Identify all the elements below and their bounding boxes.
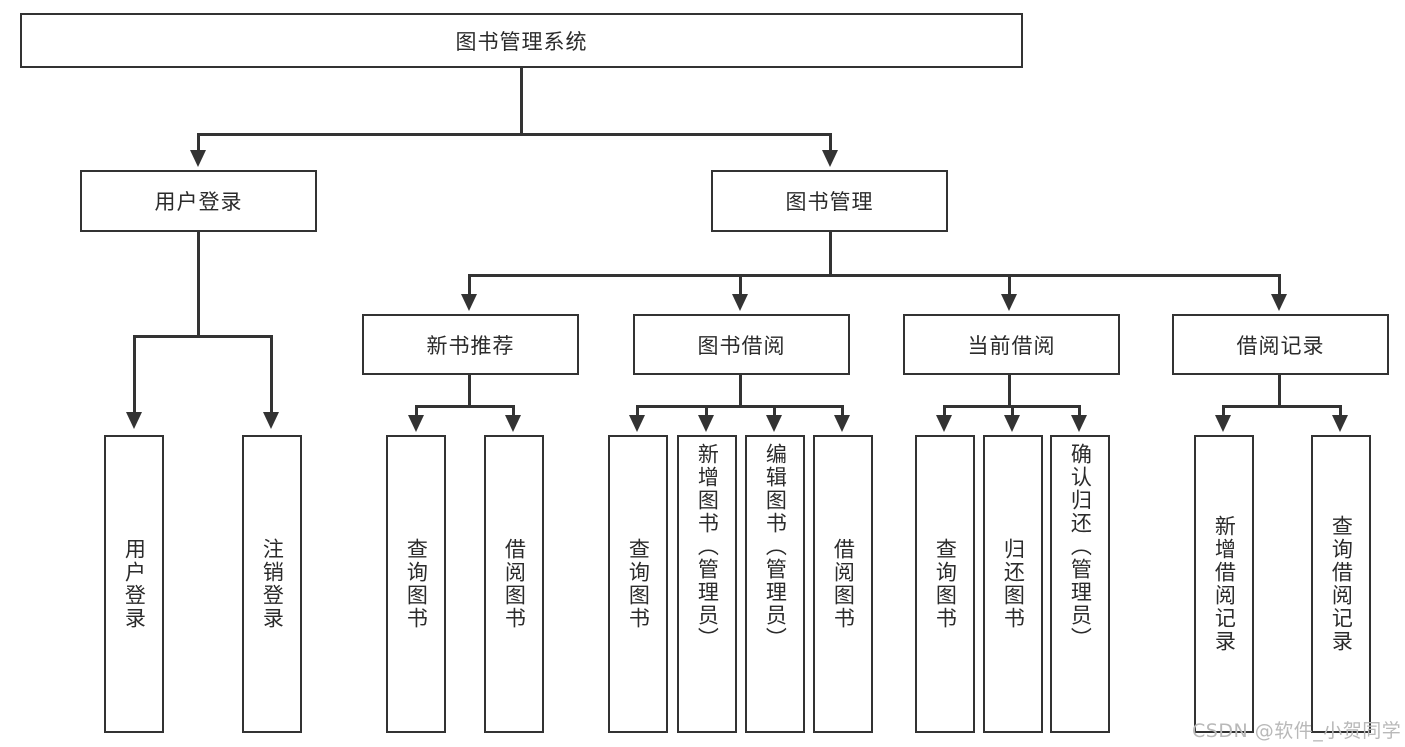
edge-current-to-leaf-2 [1011, 405, 1014, 417]
arrow-current-to-leaf-2 [1004, 415, 1020, 432]
leaf-label: 新增图书（管理员） [695, 443, 720, 650]
arrow-user-login-to-leaf-1 [126, 412, 142, 429]
edge-user-login-bus [133, 335, 273, 338]
edge-root-to-user-login [197, 133, 200, 153]
leaf-label: 确认归还（管理员） [1068, 443, 1093, 650]
arrow-root-to-user-login [190, 150, 206, 167]
edge-current-to-leaf-1 [943, 405, 946, 417]
node-book-management[interactable]: 图书管理 [711, 170, 948, 232]
arrow-root-to-book-mgmt [822, 150, 838, 167]
arrow-book-mgmt-to-borrow [732, 294, 748, 311]
leaf-logout-login[interactable]: 注销登录 [242, 435, 302, 733]
edge-book-mgmt-bus [468, 274, 1280, 277]
node-user-login[interactable]: 用户登录 [80, 170, 317, 232]
arrow-user-login-to-leaf-2 [263, 412, 279, 429]
arrow-records-to-leaf-2 [1332, 415, 1348, 432]
arrow-borrow-to-leaf-2 [698, 415, 714, 432]
node-book-borrow[interactable]: 图书借阅 [633, 314, 850, 375]
leaf-query-books-borrow[interactable]: 查询图书 [608, 435, 668, 733]
edge-book-mgmt-to-records [1278, 274, 1281, 297]
edge-user-login-to-leaf-2 [270, 335, 273, 415]
arrow-current-to-leaf-3 [1071, 415, 1087, 432]
edge-borrow-to-leaf-3 [773, 405, 776, 417]
edge-borrow-stem [739, 375, 742, 407]
edge-root-bus [197, 133, 831, 136]
leaf-edit-book-admin[interactable]: 编辑图书（管理员） [745, 435, 805, 733]
leaf-label: 查询借阅记录 [1329, 515, 1354, 653]
leaf-label: 新增借阅记录 [1212, 515, 1237, 653]
leaf-user-login[interactable]: 用户登录 [104, 435, 164, 733]
leaf-label: 查询图书 [404, 538, 429, 630]
edge-records-to-leaf-1 [1222, 405, 1225, 417]
edge-current-stem [1008, 375, 1011, 407]
edge-records-bus [1222, 405, 1339, 408]
arrow-records-to-leaf-1 [1215, 415, 1231, 432]
leaf-query-books-current[interactable]: 查询图书 [915, 435, 975, 733]
edge-current-to-leaf-3 [1078, 405, 1081, 417]
edge-new-books-bus [415, 405, 515, 408]
leaf-query-books-new[interactable]: 查询图书 [386, 435, 446, 733]
edge-borrow-to-leaf-1 [636, 405, 639, 417]
csdn-watermark: CSDN @软件_小贺同学 [1192, 720, 1402, 742]
leaf-label: 归还图书 [1001, 538, 1026, 630]
leaf-add-borrow-record[interactable]: 新增借阅记录 [1194, 435, 1254, 733]
edge-book-mgmt-to-borrow [739, 274, 742, 297]
edge-book-mgmt-stem [829, 232, 832, 276]
leaf-label: 借阅图书 [502, 538, 527, 630]
edge-book-mgmt-to-new-books [468, 274, 471, 297]
arrow-current-to-leaf-1 [936, 415, 952, 432]
node-current-borrow[interactable]: 当前借阅 [903, 314, 1120, 375]
edge-new-books-to-leaf-1 [415, 405, 418, 417]
leaf-label: 借阅图书 [831, 538, 856, 630]
arrow-new-books-to-leaf-1 [408, 415, 424, 432]
edge-borrow-bus [636, 405, 844, 408]
node-borrow-records[interactable]: 借阅记录 [1172, 314, 1389, 375]
arrow-book-mgmt-to-current [1001, 294, 1017, 311]
edge-records-stem [1278, 375, 1281, 407]
edge-records-to-leaf-2 [1339, 405, 1342, 417]
arrow-borrow-to-leaf-4 [834, 415, 850, 432]
leaf-label: 编辑图书（管理员） [763, 443, 788, 650]
edge-new-books-to-leaf-2 [512, 405, 515, 417]
arrow-borrow-to-leaf-3 [766, 415, 782, 432]
edge-borrow-to-leaf-4 [841, 405, 844, 417]
edge-root-to-book-mgmt [829, 133, 832, 153]
arrow-book-mgmt-to-records [1271, 294, 1287, 311]
edge-borrow-to-leaf-2 [705, 405, 708, 417]
leaf-label: 用户登录 [122, 538, 147, 630]
leaf-confirm-return-admin[interactable]: 确认归还（管理员） [1050, 435, 1110, 733]
leaf-borrow-book[interactable]: 借阅图书 [813, 435, 873, 733]
edge-root-stem [520, 68, 523, 135]
arrow-borrow-to-leaf-1 [629, 415, 645, 432]
leaf-add-book-admin[interactable]: 新增图书（管理员） [677, 435, 737, 733]
edge-new-books-stem [468, 375, 471, 407]
node-new-book-recommend[interactable]: 新书推荐 [362, 314, 579, 375]
edge-book-mgmt-to-current [1008, 274, 1011, 297]
leaf-borrow-books-new[interactable]: 借阅图书 [484, 435, 544, 733]
leaf-return-book[interactable]: 归还图书 [983, 435, 1043, 733]
edge-user-login-to-leaf-1 [133, 335, 136, 415]
arrow-book-mgmt-to-new-books [461, 294, 477, 311]
arrow-new-books-to-leaf-2 [505, 415, 521, 432]
leaf-query-borrow-record[interactable]: 查询借阅记录 [1311, 435, 1371, 733]
leaf-label: 注销登录 [260, 538, 285, 630]
node-root-book-management-system[interactable]: 图书管理系统 [20, 13, 1023, 68]
edge-user-login-stem [197, 232, 200, 337]
leaf-label: 查询图书 [626, 538, 651, 630]
leaf-label: 查询图书 [933, 538, 958, 630]
